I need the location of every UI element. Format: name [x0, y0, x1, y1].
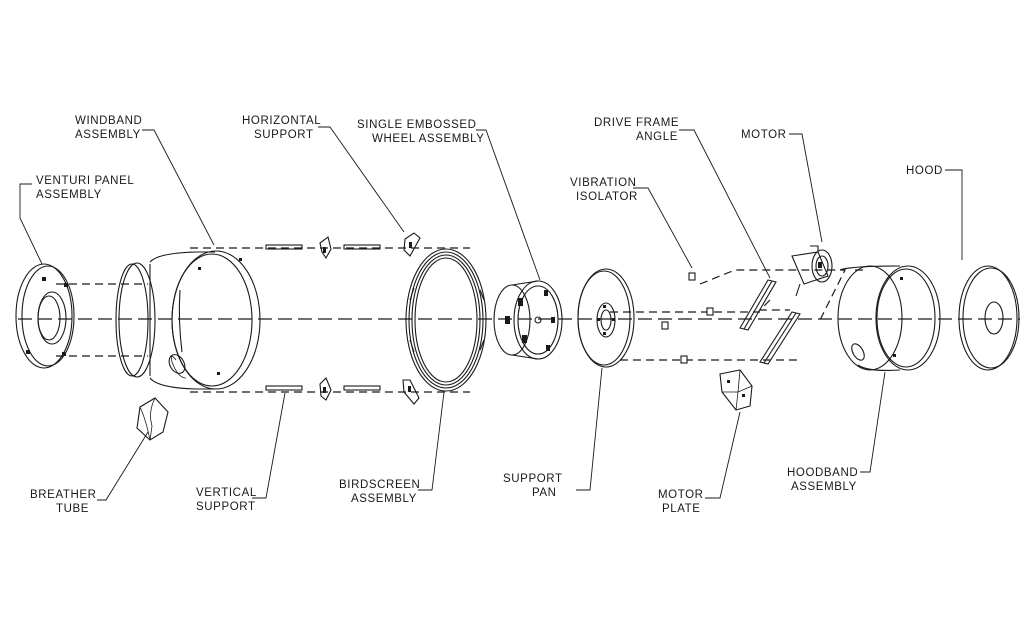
- label-horizontal-line1: HORIZONTAL: [242, 115, 321, 127]
- windband-drawing: [115, 250, 261, 390]
- motor-plate-drawing: [719, 369, 753, 411]
- label-driveframe-line1: DRIVE FRAME: [594, 117, 679, 129]
- labels: VENTURI PANEL ASSEMBLY WINDBAND ASSEMBLY…: [30, 115, 943, 515]
- venturi-panel-drawing: [15, 263, 75, 369]
- label-vertical-line2: SUPPORT: [196, 501, 256, 513]
- breather-tube-drawing: [136, 397, 169, 441]
- label-birdscreen-line2: ASSEMBLY: [351, 493, 417, 505]
- label-hoodband-line2: ASSEMBLY: [791, 481, 857, 493]
- label-isolator-line2: ISOLATOR: [576, 191, 638, 203]
- hood-drawing: [958, 265, 1020, 371]
- label-birdscreen-line1: BIRDSCREEN: [339, 479, 420, 491]
- label-breather-line2: TUBE: [56, 503, 89, 515]
- motor-drawing: [791, 245, 833, 297]
- support-pan-drawing: [577, 268, 635, 368]
- drive-frame-angle-drawing: [739, 279, 801, 365]
- label-venturi-line2: ASSEMBLY: [36, 189, 102, 201]
- label-wheel-line1: SINGLE EMBOSSED: [357, 119, 477, 131]
- label-hoodband-line1: HOODBAND: [787, 467, 858, 479]
- label-motorplate-line2: PLATE: [662, 503, 701, 515]
- label-vertical-line1: VERTICAL: [196, 487, 257, 499]
- label-hood: HOOD: [906, 165, 943, 177]
- leader-lines: [19, 126, 963, 501]
- label-windband-line1: WINDBAND: [75, 115, 142, 127]
- vertical-support-drawing: [265, 377, 420, 405]
- label-isolator-line1: VIBRATION: [570, 177, 637, 189]
- hoodband-drawing: [837, 265, 941, 371]
- label-venturi-line1: VENTURI PANEL: [36, 175, 134, 187]
- label-motor: MOTOR: [741, 129, 787, 141]
- vibration-isolator-drawing: [661, 272, 714, 364]
- label-horizontal-line2: SUPPORT: [254, 129, 314, 141]
- label-windband-line2: ASSEMBLY: [75, 129, 141, 141]
- label-wheel-line2: WHEEL ASSEMBLY: [372, 133, 485, 145]
- label-driveframe-line2: ANGLE: [636, 131, 678, 143]
- label-motorplate-line1: MOTOR: [658, 489, 704, 501]
- label-breather-line1: BREATHER: [30, 489, 97, 501]
- label-supportpan-line1: SUPPORT: [503, 473, 563, 485]
- label-supportpan-line2: PAN: [532, 487, 557, 499]
- wheel-assembly-drawing: [493, 280, 563, 360]
- horizontal-support-drawing: [265, 232, 421, 260]
- birdscreen-drawing: [405, 248, 487, 392]
